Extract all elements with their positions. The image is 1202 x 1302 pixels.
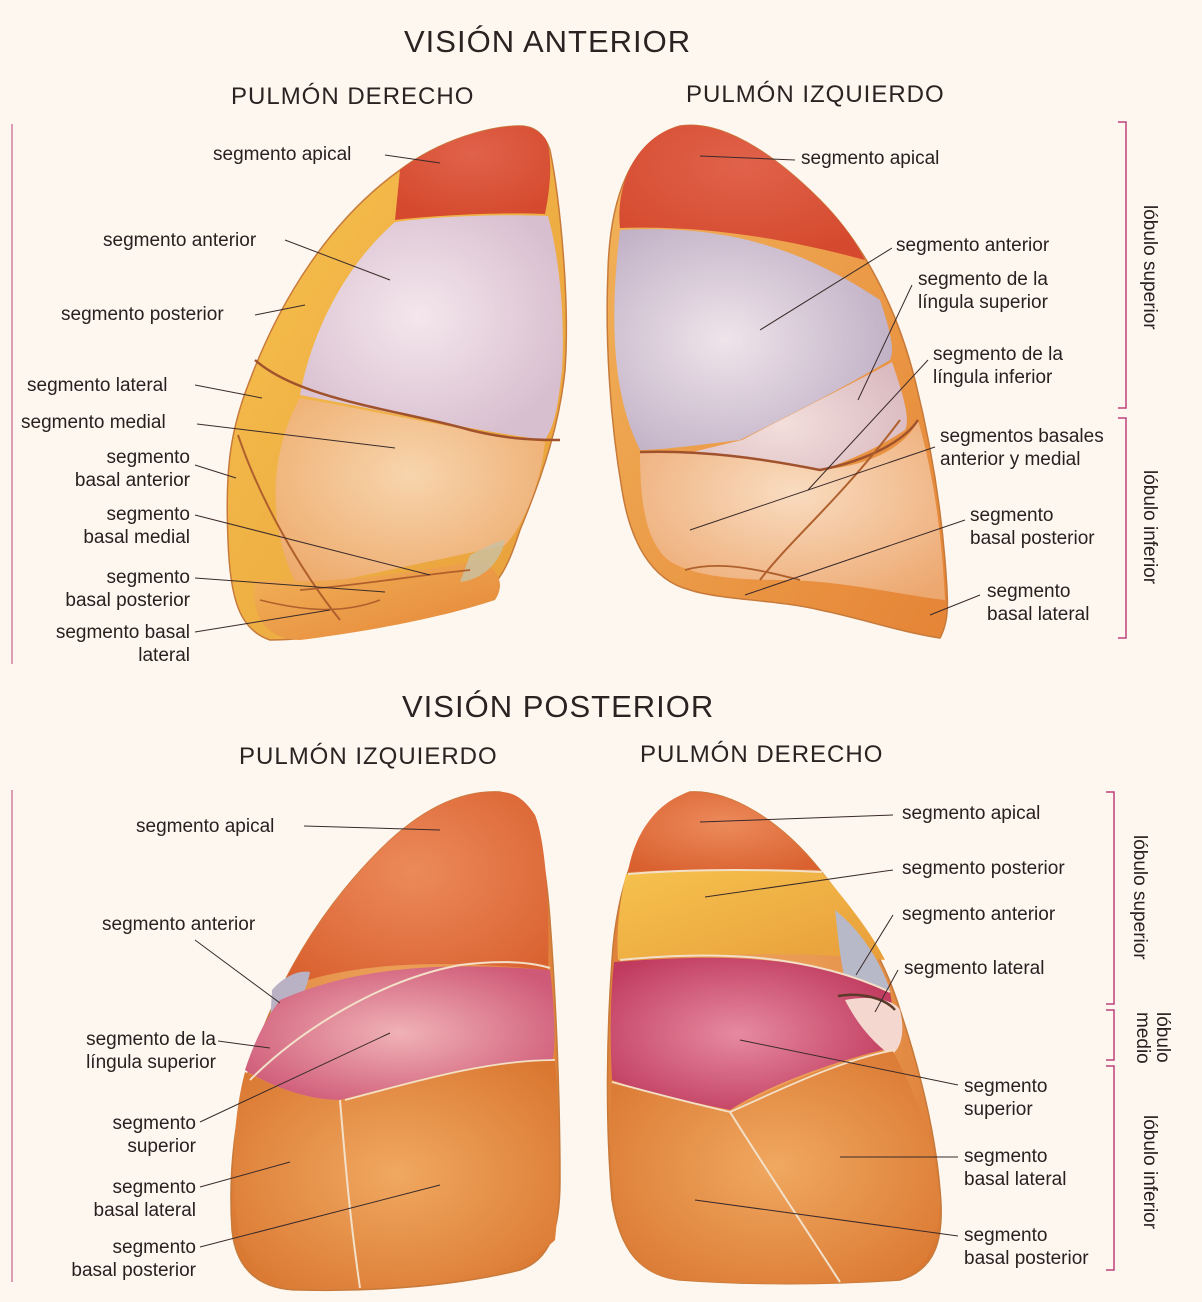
lobe-label-ant-inferior: lóbulo inferior [1138, 470, 1160, 584]
ant-right-apical-seg [395, 126, 550, 220]
posterior-left-lung-heading: PULMÓN IZQUIERDO [239, 743, 498, 771]
label-line-2: lateral [30, 644, 190, 667]
label-line-2: língula superior [918, 291, 1048, 314]
label-ant-right-lateral: segmento lateral [27, 374, 167, 397]
label-ant-left-basal-lateral: segmento basal lateral [987, 580, 1089, 626]
posterior-right-lung [607, 792, 941, 1284]
label-post-right-posterior: segmento posterior [902, 857, 1065, 880]
label-ant-right-basal-anterior: segmento basal anterior [40, 446, 190, 492]
label-post-left-lingula-superior: segmento de la língula superior [40, 1028, 216, 1074]
label-ant-right-basal-posterior: segmento basal posterior [30, 566, 190, 612]
label-ant-left-anterior: segmento anterior [896, 234, 1049, 257]
label-post-right-basal-lateral: segmento basal lateral [964, 1145, 1066, 1191]
label-line-1: segmento de la [918, 268, 1048, 291]
posterior-left-lung [231, 792, 560, 1290]
anterior-left-lung [607, 125, 947, 638]
label-line-2: basal anterior [40, 469, 190, 492]
label-line-1: segmento de la [933, 343, 1063, 366]
lobe-label-post-inferior: lóbulo inferior [1138, 1115, 1160, 1229]
label-post-left-superior: segmento superior [40, 1112, 196, 1158]
anterior-view-title: VISIÓN ANTERIOR [404, 24, 691, 60]
label-line-2: basal posterior [30, 589, 190, 612]
label-line-2: superior [40, 1135, 196, 1158]
label-post-left-basal-posterior: segmento basal posterior [40, 1236, 196, 1282]
label-line-2: língula superior [40, 1051, 216, 1074]
lobe-label-post-medio: lóbulo medio [1132, 1012, 1172, 1072]
post-left-apical-seg [280, 792, 548, 990]
label-line-1: segmento [40, 1112, 196, 1135]
label-post-right-superior: segmento superior [964, 1075, 1047, 1121]
label-line-2: língula inferior [933, 366, 1063, 389]
label-ant-left-basales: segmentos basales anterior y medial [940, 425, 1104, 471]
post-left-basal-seg [234, 1060, 559, 1288]
anterior-right-lung [227, 126, 566, 640]
label-line-1: segmento [40, 1236, 196, 1259]
label-line-2: basal medial [40, 526, 190, 549]
label-line-2: basal posterior [970, 527, 1095, 550]
label-line-1: segmento basal [30, 621, 190, 644]
label-ant-left-lingula-inferior: segmento de la língula inferior [933, 343, 1063, 389]
label-ant-right-basal-medial: segmento basal medial [40, 503, 190, 549]
label-line-1: segmento [964, 1224, 1089, 1247]
label-line-2: anterior y medial [940, 448, 1104, 471]
label-line-2: basal lateral [987, 603, 1089, 626]
label-ant-right-basal-lateral: segmento basal lateral [30, 621, 190, 667]
label-post-right-anterior: segmento anterior [902, 903, 1055, 926]
label-ant-left-apical: segmento apical [801, 147, 939, 170]
label-ant-right-medial: segmento medial [21, 411, 166, 434]
label-line-2: basal posterior [40, 1259, 196, 1282]
label-post-left-apical: segmento apical [136, 815, 274, 838]
lobe-label-ant-superior: lóbulo superior [1138, 205, 1160, 330]
label-post-left-basal-lateral: segmento basal lateral [40, 1176, 196, 1222]
label-ant-right-anterior: segmento anterior [103, 229, 256, 252]
label-line-2: basal lateral [964, 1168, 1066, 1191]
label-ant-right-posterior: segmento posterior [61, 303, 224, 326]
label-post-right-apical: segmento apical [902, 802, 1040, 825]
label-line-2: basal posterior [964, 1247, 1089, 1270]
label-ant-right-apical: segmento apical [213, 143, 351, 166]
label-post-left-anterior: segmento anterior [102, 913, 255, 936]
label-line-1: segmento [40, 503, 190, 526]
label-line-1: segmento [964, 1075, 1047, 1098]
anterior-left-lung-heading: PULMÓN IZQUIERDO [686, 81, 945, 109]
label-line-1: segmentos basales [940, 425, 1104, 448]
label-ant-left-basal-posterior: segmento basal posterior [970, 504, 1095, 550]
label-ant-left-lingula-superior: segmento de la língula superior [918, 268, 1048, 314]
label-line-1: segmento [987, 580, 1089, 603]
label-line-1: segmento [30, 566, 190, 589]
label-line-1: segmento [40, 446, 190, 469]
label-post-right-basal-posterior: segmento basal posterior [964, 1224, 1089, 1270]
lobe-label-post-superior: lóbulo superior [1128, 835, 1150, 960]
label-line-1: segmento [40, 1176, 196, 1199]
posterior-view-title: VISIÓN POSTERIOR [402, 689, 714, 725]
label-post-right-lateral: segmento lateral [904, 957, 1044, 980]
label-line-1: segmento [970, 504, 1095, 527]
label-line-2: superior [964, 1098, 1047, 1121]
label-line-2: basal lateral [40, 1199, 196, 1222]
post-right-apical-seg [628, 792, 820, 872]
posterior-right-lung-heading: PULMÓN DERECHO [640, 741, 883, 769]
anterior-right-lung-heading: PULMÓN DERECHO [231, 83, 474, 111]
label-line-1: segmento de la [40, 1028, 216, 1051]
label-line-1: segmento [964, 1145, 1066, 1168]
